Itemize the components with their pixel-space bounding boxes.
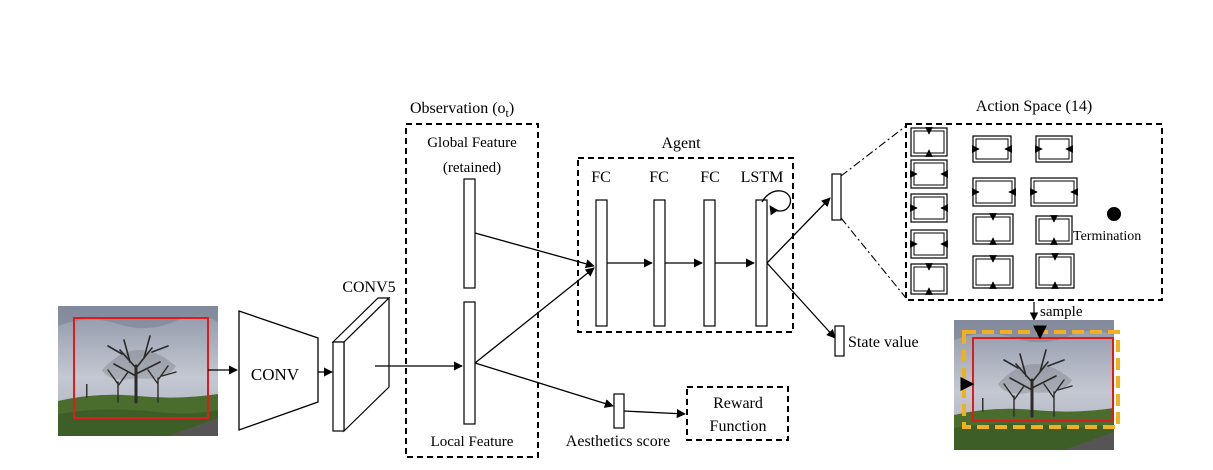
observation-title: Observation (ot) — [410, 100, 514, 120]
crop-action-icons — [910, 127, 1078, 295]
crop-action-icon — [910, 193, 948, 223]
fc2-label: FC — [649, 169, 669, 186]
aesthetics-score-label: Aesthetics score — [566, 433, 670, 450]
crop-action-icon — [972, 135, 1012, 163]
fc1-label: FC — [591, 169, 611, 186]
sample-label: sample — [1040, 304, 1083, 320]
state-value-label: State value — [848, 334, 919, 351]
aesthetics-score-vector — [613, 393, 625, 429]
global-feature-label: Global Feature — [427, 135, 517, 151]
action-space-title: Action Space (14) — [976, 98, 1092, 115]
fc3-layer — [703, 199, 716, 327]
global-feature-retained-label: (retained) — [443, 160, 501, 176]
termination-icon — [1107, 207, 1121, 221]
arrow-lstm-to-value — [766, 262, 836, 339]
action-space-box: Action Space (14) Termination — [905, 98, 1163, 301]
conv5-block: CONV5 — [331, 279, 396, 433]
termination-label: Termination — [1073, 229, 1141, 244]
local-feature-vector — [463, 301, 476, 425]
arrow-local-to-aesthetics — [474, 362, 614, 408]
projection-line-top — [840, 125, 907, 177]
crop-action-icon — [972, 255, 1014, 289]
lstm-recurrent-loop — [761, 190, 792, 216]
output-photo — [952, 320, 1120, 450]
current-crop-box — [73, 317, 209, 419]
crop-action-icon — [910, 127, 948, 157]
lstm-layer — [755, 199, 768, 327]
observation-box: Observation (ot) Global Feature (retaine… — [405, 100, 539, 458]
conv-block: CONV — [238, 310, 319, 431]
crop-action-icon — [1030, 177, 1078, 207]
crop-action-icon — [1035, 253, 1075, 289]
input-photo — [56, 306, 220, 436]
crop-action-icon — [1035, 135, 1073, 163]
crop-action-icon — [910, 263, 948, 295]
policy-output-vector — [831, 173, 842, 221]
arrow-aesthetics-to-reward — [623, 409, 686, 419]
crop-action-icon — [972, 177, 1016, 207]
reward-function-box: Reward Function — [686, 386, 789, 441]
cropped-photo-icon — [952, 320, 1116, 450]
fc3-label: FC — [700, 169, 720, 186]
local-feature-label: Local Feature — [431, 434, 514, 450]
arrow-lstm-to-policy — [766, 197, 831, 264]
global-feature-vector — [463, 178, 476, 289]
agent-title: Agent — [661, 135, 701, 152]
state-value-output — [834, 325, 845, 357]
reward-label: Reward — [713, 395, 763, 412]
crop-action-icon — [1035, 215, 1073, 245]
crop-action-icon — [910, 159, 948, 189]
projection-line-bottom — [840, 217, 907, 299]
fc2-layer — [653, 199, 666, 327]
agent-box: Agent FC FC FC LSTM — [577, 135, 794, 333]
conv5-label: CONV5 — [342, 279, 395, 296]
conv-label: CONV — [251, 365, 300, 384]
fc1-layer — [595, 199, 608, 327]
lstm-label: LSTM — [741, 169, 784, 186]
arrow-local-to-fc — [474, 267, 595, 364]
landscape-photo-icon — [56, 306, 220, 436]
function-label: Function — [710, 418, 767, 435]
crop-action-icon — [910, 229, 948, 259]
crop-action-icon — [972, 213, 1014, 245]
arrow-global-to-fc — [474, 232, 595, 269]
